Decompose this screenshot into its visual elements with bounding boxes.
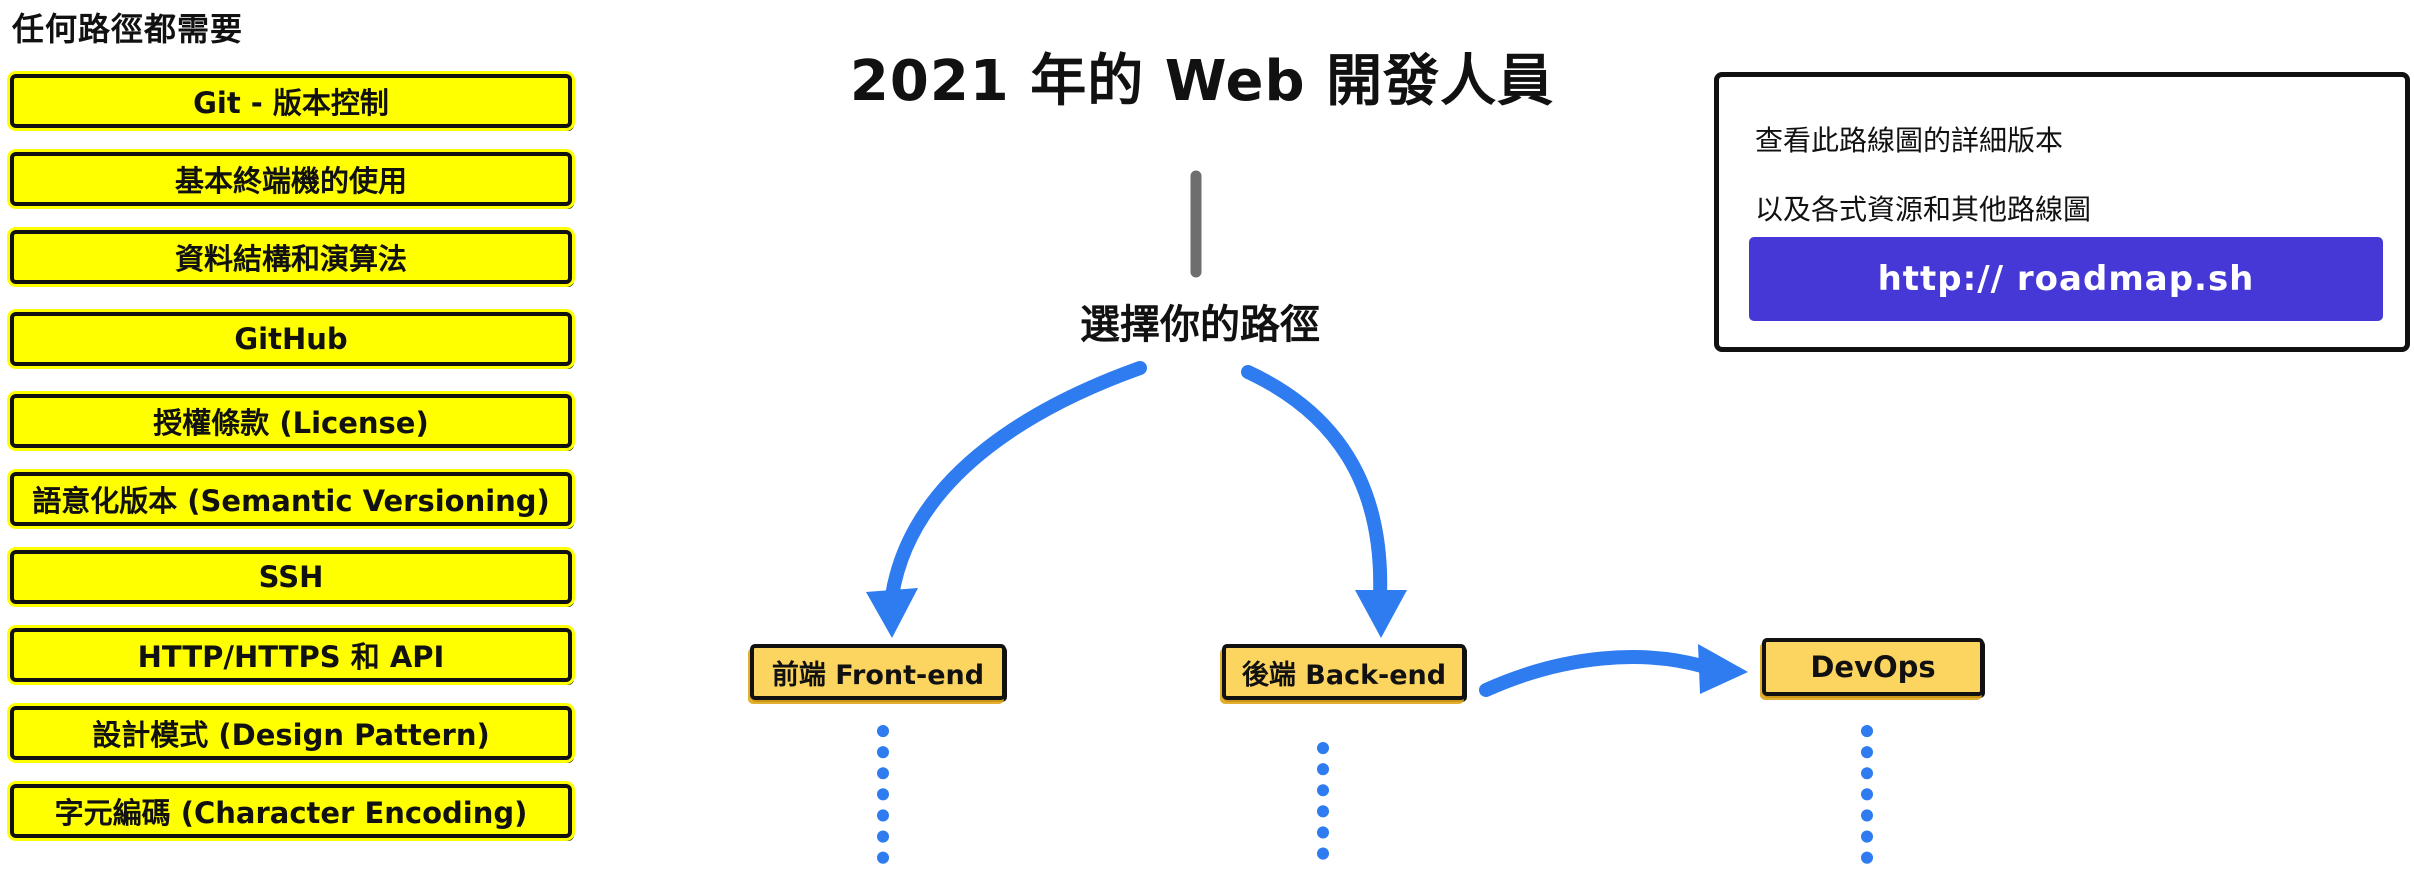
skill-box-semver: 語意化版本 (Semantic Versioning) <box>10 472 572 526</box>
skill-box-license: 授權條款 (License) <box>10 394 572 448</box>
arrow-to-backend-head <box>1355 590 1407 638</box>
page-title: 2021 年的 Web 開發人員 <box>849 49 1555 114</box>
roadmap-url-button[interactable]: http:// roadmap.sh <box>1749 237 2383 321</box>
node-devops: DevOps <box>1762 638 1984 696</box>
node-frontend: 前端 Front-end <box>750 644 1006 700</box>
info-line-2: 以及各式資源和其他路線圖 <box>1755 193 2092 226</box>
choose-path-label: 選擇你的路徑 <box>1080 302 1320 348</box>
skill-box-http-api: HTTP/HTTPS 和 API <box>10 628 572 682</box>
arrow-backend-to-devops <box>1479 650 1709 697</box>
skill-box-design-pattern: 設計模式 (Design Pattern) <box>10 706 572 760</box>
info-box: 查看此路線圖的詳細版本 以及各式資源和其他路線圖 http:// roadmap… <box>1714 72 2410 352</box>
node-backend: 後端 Back-end <box>1222 644 1466 700</box>
arrow-to-frontend <box>885 361 1147 603</box>
common-skills-heading: 任何路徑都需要 <box>12 10 244 48</box>
skill-box-character-encoding: 字元編碼 (Character Encoding) <box>10 784 572 838</box>
arrow-to-backend <box>1241 365 1388 603</box>
skill-box-ssh: SSH <box>10 550 572 604</box>
skill-box-git: Git - 版本控制 <box>10 74 572 128</box>
info-line-1: 查看此路線圖的詳細版本 <box>1755 124 2064 157</box>
arrow-backend-to-devops-head <box>1698 644 1748 694</box>
skill-box-dsa: 資料結構和演算法 <box>10 230 572 284</box>
arrow-to-frontend-head <box>866 588 918 638</box>
skill-box-github: GitHub <box>10 312 572 366</box>
skill-box-terminal: 基本終端機的使用 <box>10 152 572 206</box>
